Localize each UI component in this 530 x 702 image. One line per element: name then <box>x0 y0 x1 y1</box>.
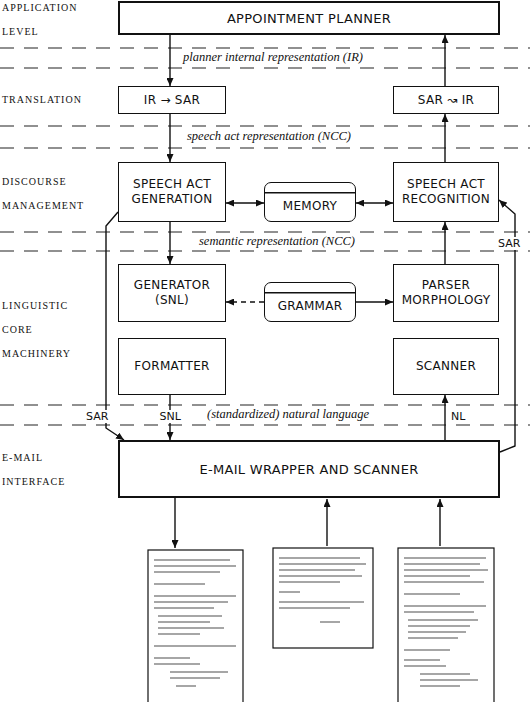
document-page <box>398 548 494 702</box>
email-document <box>273 548 373 648</box>
document-page <box>148 550 243 702</box>
node-text: GRAMMAR <box>278 299 343 314</box>
level-label: LINGUISTIC CORE MACHINERY <box>2 294 82 366</box>
flow-arrow <box>444 222 445 264</box>
store-box: GRAMMAR <box>264 282 356 322</box>
dashed-separator <box>0 147 530 148</box>
dashed-separator <box>0 47 530 48</box>
dashed-separator <box>0 231 530 232</box>
flow-arrow <box>444 35 445 86</box>
node-text: SPEECH ACT RECOGNITION <box>398 177 494 207</box>
process-box: FORMATTER <box>118 338 226 395</box>
level-label: APPLICATION LEVEL <box>2 0 102 44</box>
representation-label: speech act representation (NCC) <box>184 129 354 144</box>
flow-arrow <box>356 301 393 302</box>
email-document <box>398 548 494 702</box>
process-box: PARSER MORPHOLOGY <box>393 264 499 322</box>
store-box: MEMORY <box>264 182 356 222</box>
node-text: APPOINTMENT PLANNER <box>227 11 391 26</box>
dashed-separator <box>0 424 530 425</box>
edge-label: NL <box>449 410 467 423</box>
flow-arrow <box>444 114 445 162</box>
edge-label: SAR <box>496 237 522 250</box>
interface-box: E-MAIL WRAPPER AND SCANNER <box>118 440 500 498</box>
document-arrows <box>175 498 440 548</box>
level-label: DISCOURSE MANAGEMENT <box>2 170 112 218</box>
level-label: E-MAIL INTERFACE <box>2 446 82 494</box>
level-separators <box>0 48 530 425</box>
dashed-separator <box>0 404 530 405</box>
edge-label: SAR <box>84 410 110 423</box>
process-box: GENERATOR (SNL) <box>118 264 226 322</box>
document-arrow <box>326 499 327 546</box>
node-text: SCANNER <box>416 359 476 374</box>
process-box: SPEECH ACT GENERATION <box>118 162 226 222</box>
flow-arrow <box>226 301 264 302</box>
flow-arrow <box>169 114 170 162</box>
flow-arrow <box>106 212 124 440</box>
dashed-separator <box>0 250 530 251</box>
node-text: IR → SAR <box>144 93 200 108</box>
flow-arrow <box>226 202 264 203</box>
planner-box: APPOINTMENT PLANNER <box>118 1 500 35</box>
flow-arrow <box>444 395 445 440</box>
flow-arrow <box>356 202 393 203</box>
document-lines <box>154 560 236 686</box>
dashed-separator <box>0 67 530 68</box>
document-lines <box>404 558 488 686</box>
representation-label: semantic representation (NCC) <box>196 234 358 249</box>
node-text: SPEECH ACT GENERATION <box>124 177 220 207</box>
email-document <box>148 550 243 702</box>
document-arrow <box>174 498 175 548</box>
level-label: TRANSLATION <box>2 88 112 112</box>
document-arrow <box>439 499 440 546</box>
node-text: MEMORY <box>283 199 337 214</box>
representation-label: (standardized) natural language <box>204 407 372 422</box>
node-text: PARSER MORPHOLOGY <box>398 278 494 308</box>
representation-label: planner internal representation (IR) <box>180 50 366 65</box>
document-lines <box>279 558 366 622</box>
translation-box: SAR ↝ IR <box>393 86 499 114</box>
node-text: FORMATTER <box>134 359 209 374</box>
flow-arrow <box>169 35 170 86</box>
node-text: E-MAIL WRAPPER AND SCANNER <box>199 462 418 477</box>
edge-label: SNL <box>158 410 183 423</box>
document-page <box>273 548 373 648</box>
dashed-separator <box>0 125 530 126</box>
flow-arrow <box>169 222 170 264</box>
node-text: GENERATOR (SNL) <box>129 278 215 308</box>
translation-box: IR → SAR <box>118 86 226 114</box>
node-text: SAR ↝ IR <box>418 93 474 108</box>
process-box: SPEECH ACT RECOGNITION <box>393 162 499 222</box>
process-box: SCANNER <box>393 338 499 395</box>
